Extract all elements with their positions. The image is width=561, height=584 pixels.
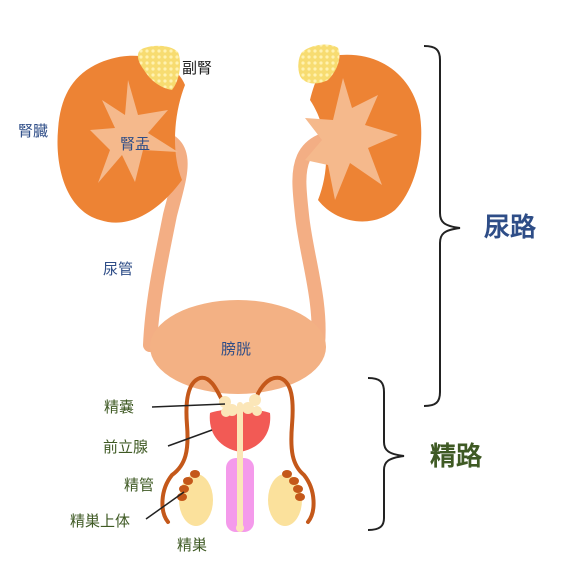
right-renal-pelvis — [305, 78, 398, 200]
right-ureter — [292, 128, 362, 352]
label-seminal-vesicle: 精嚢 — [104, 398, 135, 416]
urethra-tip — [236, 524, 244, 532]
right-vas-deferens — [253, 375, 316, 524]
left-adrenal — [137, 45, 180, 90]
leader-seminal-vesicle — [151, 403, 226, 408]
leader-prostate — [167, 429, 213, 447]
label-ureter: 尿管 — [103, 260, 134, 278]
right-testis — [268, 474, 302, 526]
label-prostate: 前立腺 — [103, 438, 149, 456]
seminal-vesicles — [219, 394, 262, 417]
right-epididymis — [282, 470, 305, 501]
label-vas-deferens: 精管 — [124, 476, 155, 494]
left-ureter — [143, 128, 188, 352]
label-bladder: 膀胱 — [221, 340, 252, 358]
label-adrenal: 副腎 — [182, 59, 213, 77]
left-vas-deferens — [160, 375, 224, 524]
seminal-tract-bracket — [367, 377, 405, 531]
urinary-tract-bracket — [423, 45, 461, 407]
label-urinary-tract: 尿路 — [484, 213, 537, 243]
label-epididymis: 精巣上体 — [70, 512, 131, 530]
leader-epididymis — [145, 491, 185, 520]
label-testis: 精巣 — [177, 536, 208, 554]
left-renal-pelvis — [90, 80, 178, 183]
label-seminal-tract: 精路 — [430, 442, 483, 472]
label-kidney: 腎臓 — [18, 122, 49, 140]
bladder — [150, 300, 326, 394]
right-adrenal — [298, 44, 340, 84]
label-renal-pelvis: 腎盂 — [120, 135, 151, 153]
